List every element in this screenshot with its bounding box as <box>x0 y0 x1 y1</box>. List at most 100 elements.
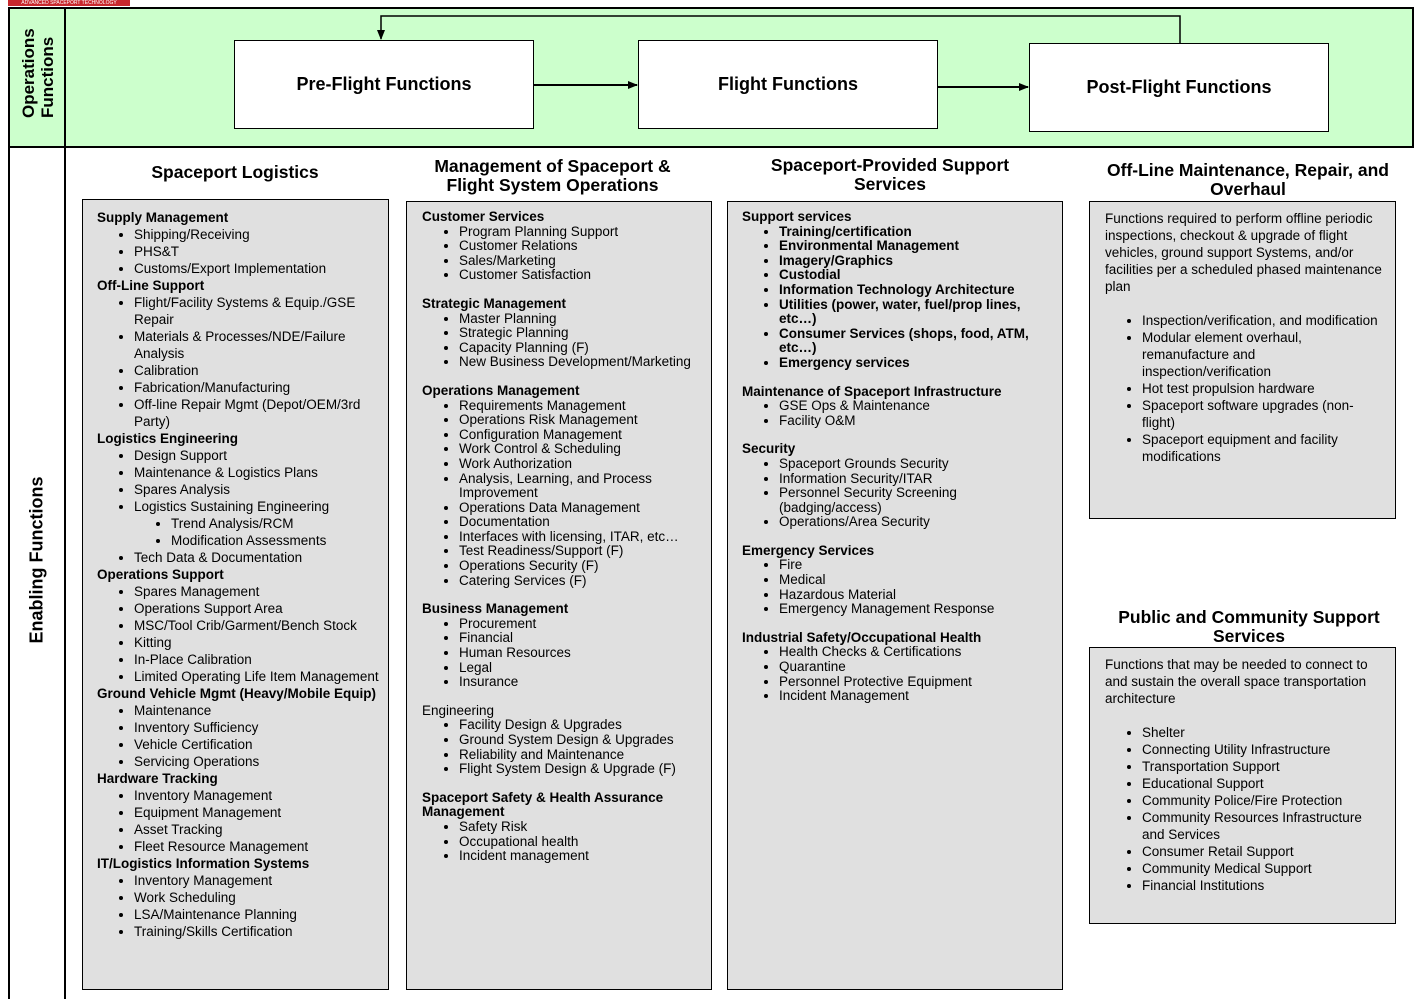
list-item: Human Resources <box>459 645 711 661</box>
enabling-functions-label: Enabling Functions <box>26 476 47 644</box>
list-item: Fabrication/Manufacturing <box>134 379 388 396</box>
list-item: PHS&T <box>134 243 388 260</box>
list-item: Catering Services (F) <box>459 573 711 589</box>
list-item: Asset Tracking <box>134 821 388 838</box>
divider <box>64 7 66 148</box>
list-item: Reliability and Maintenance <box>459 747 711 763</box>
section-heading: Ground Vehicle Mgmt (Heavy/Mobile Equip) <box>97 686 377 701</box>
management-title: Management of Spaceport & Flight System … <box>434 156 671 195</box>
list-item: Program Planning Support <box>459 224 711 240</box>
section-heading: IT/Logistics Information Systems <box>97 856 310 871</box>
list-item: Strategic Planning <box>459 326 711 341</box>
list-item: Spares Management <box>134 583 388 600</box>
list-item: Educational Support <box>1142 775 1385 792</box>
list-item: Financial Institutions <box>1142 877 1385 894</box>
list-item: Interfaces with licensing, ITAR, etc… <box>459 529 711 545</box>
list-item: Spaceport software upgrades (non-flight) <box>1142 397 1385 431</box>
list-item: Safety Risk <box>459 819 711 835</box>
list-item: Community Resources Infrastructure and S… <box>1142 809 1385 843</box>
left-border <box>8 146 10 999</box>
list-item: Personnel Protective Equipment <box>779 674 1056 690</box>
section-heading: Customer Services <box>422 209 545 224</box>
list-item: Environmental Management <box>779 239 1056 254</box>
list-item: Tech Data & Documentation <box>134 549 388 566</box>
section-heading: Operations Management <box>422 382 580 398</box>
list-item: Work Control & Scheduling <box>459 442 711 457</box>
list-item: Calibration <box>134 362 388 379</box>
bullet-list: Shelter Connecting Utility Infrastructur… <box>1105 724 1385 894</box>
support-services-panel: Support services Training/certification … <box>727 201 1063 990</box>
bullet-list: Facility Design & Upgrades Ground System… <box>422 718 711 776</box>
sub-bullet-list: Trend Analysis/RCM Modification Assessme… <box>134 515 388 549</box>
section-heading: Spaceport Safety & Health Assurance Mana… <box>422 789 664 820</box>
list-item: Equipment Management <box>134 804 388 821</box>
list-item: Information Security/ITAR <box>779 471 1056 487</box>
list-item: Health Checks & Certifications <box>779 645 1056 660</box>
bullet-list: Design Support Maintenance & Logistics P… <box>97 447 388 566</box>
list-item: Design Support <box>134 447 388 464</box>
list-item: Operations Support Area <box>134 600 388 617</box>
list-item: Emergency services <box>779 355 1056 371</box>
list-item: Flight System Design & Upgrade (F) <box>459 762 711 777</box>
sub-list-item: Trend Analysis/RCM <box>171 515 388 532</box>
pre-flight-box: Pre-Flight Functions <box>234 40 534 129</box>
list-item: Customer Relations <box>459 239 711 254</box>
list-item: Hazardous Material <box>779 587 1056 603</box>
list-item: Incident management <box>459 849 711 864</box>
logo: ADVANCED SPACEPORT TECHNOLOGY <box>8 0 130 6</box>
pre-flight-label: Pre-Flight Functions <box>296 74 472 94</box>
list-item: Master Planning <box>459 311 711 327</box>
list-item: Customs/Export Implementation <box>134 260 388 277</box>
list-item: Ground System Design & Upgrades <box>459 732 711 748</box>
divider <box>64 146 66 999</box>
list-item: Sales/Marketing <box>459 253 711 269</box>
list-item-text: Logistics Sustaining Engineering <box>134 499 330 514</box>
bullet-list: Training/certification Environmental Man… <box>742 224 1056 371</box>
bullet-list: Inventory Management Equipment Managemen… <box>97 787 388 855</box>
list-item: Maintenance & Logistics Plans <box>134 464 388 481</box>
section-heading: Maintenance of Spaceport Infrastructure <box>742 383 1002 399</box>
list-item: Consumer Services (shops, food, ATM, etc… <box>779 326 1056 356</box>
list-item: Test Readiness/Support (F) <box>459 544 711 559</box>
section-heading: Logistics Engineering <box>97 431 239 446</box>
list-item: Training/certification <box>779 224 1056 240</box>
list-item: Inventory Sufficiency <box>134 719 388 736</box>
operations-functions-label: Operations Functions <box>19 28 57 118</box>
list-item: Inspection/verification, and modificatio… <box>1142 312 1385 329</box>
section-heading: Operations Support <box>97 567 224 582</box>
bullet-list: GSE Ops & Maintenance Facility O&M <box>742 399 1056 428</box>
section-heading: Hardware Tracking <box>97 771 218 786</box>
bullet-list: Program Planning Support Customer Relati… <box>422 224 711 283</box>
list-item: In-Place Calibration <box>134 651 388 668</box>
list-item: Consumer Retail Support <box>1142 843 1385 860</box>
support-services-title: Spaceport-Provided Support Services <box>770 155 1010 194</box>
list-item: Shelter <box>1142 724 1385 741</box>
bullet-list: Procurement Financial Human Resources Le… <box>422 616 711 690</box>
list-item: Modular element overhaul, remanufacture … <box>1142 329 1385 380</box>
panel-description: Functions required to perform offline pe… <box>1105 211 1382 294</box>
management-panel: Customer Services Program Planning Suppo… <box>406 201 712 990</box>
list-item: Procurement <box>459 616 711 632</box>
list-item: Personnel Security Screening (badging/ac… <box>779 485 1056 515</box>
list-item: Operations Security (F) <box>459 558 711 574</box>
bullet-list: Master Planning Strategic Planning Capac… <box>422 311 711 370</box>
bullet-list: Safety Risk Occupational health Incident… <box>422 819 711 864</box>
list-item: Connecting Utility Infrastructure <box>1142 741 1385 758</box>
list-item: Quarantine <box>779 659 1056 675</box>
panel-description: Functions that may be needed to connect … <box>1105 657 1368 706</box>
list-item: Legal <box>459 660 711 676</box>
list-item: Vehicle Certification <box>134 736 388 753</box>
list-item: Fleet Resource Management <box>134 838 388 855</box>
list-item: Kitting <box>134 634 388 651</box>
list-item: Servicing Operations <box>134 753 388 770</box>
bullet-list: Flight/Facility Systems & Equip./GSE Rep… <box>97 294 388 430</box>
bullet-list: Inspection/verification, and modificatio… <box>1105 312 1385 465</box>
list-item: Inventory Management <box>134 787 388 804</box>
list-item: Work Authorization <box>459 456 711 472</box>
section-heading: Business Management <box>422 601 569 617</box>
list-item: Spaceport Grounds Security <box>779 456 1056 472</box>
list-item: Insurance <box>459 675 711 690</box>
list-item: Information Technology Architecture <box>779 282 1056 298</box>
list-item: Occupational health <box>459 834 711 850</box>
list-item: Operations Risk Management <box>459 413 711 428</box>
